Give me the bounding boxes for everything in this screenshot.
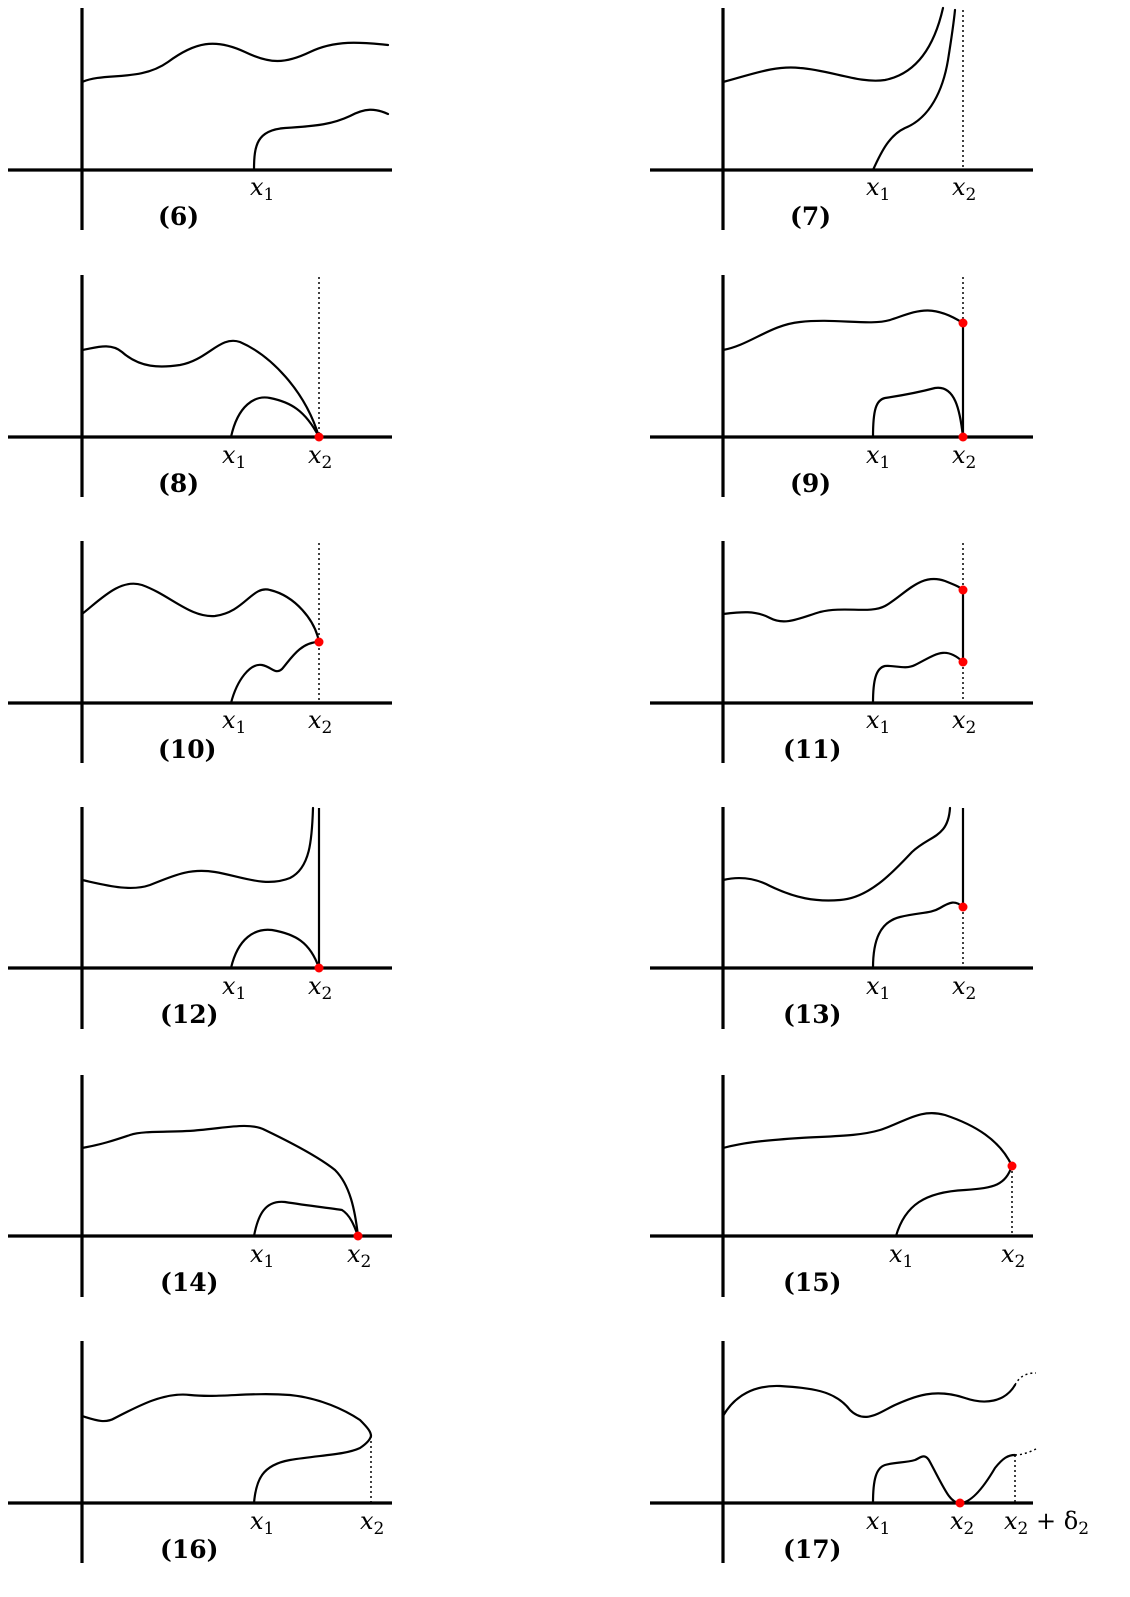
- panel-label: (8): [158, 469, 199, 498]
- marked-point-lower-end: [958, 902, 968, 912]
- panel-label: (15): [783, 1268, 841, 1297]
- lower-curve: [252, 1434, 373, 1505]
- tick-label-x2: x2: [360, 1507, 384, 1539]
- marked-point-x2: [958, 432, 968, 442]
- panel-16: x1 x2 (16): [8, 1341, 392, 1564]
- tick-label-x1: x1: [866, 706, 890, 738]
- tick-label-x2: x2: [1001, 1240, 1025, 1272]
- panel-label: (6): [158, 202, 199, 231]
- lower-curve: [229, 928, 321, 970]
- tick-label-x1: x1: [250, 173, 274, 205]
- panel-17: x1 x2 x2 + δ2 (17): [650, 1341, 1089, 1564]
- tick-label-x2: x2: [952, 173, 976, 205]
- marked-point-meeting: [1007, 1161, 1017, 1171]
- upper-curve: [80, 1393, 373, 1438]
- tick-label-x2: x2: [308, 972, 332, 1004]
- upper-curve: [721, 1383, 1017, 1418]
- tick-label-x2: x2: [952, 972, 976, 1004]
- upper-curve: [80, 806, 315, 890]
- marked-point-upper-end: [958, 585, 968, 595]
- upper-curve: [80, 41, 390, 84]
- panel-9: x1 x2 (9): [650, 275, 1033, 498]
- panel-6: x1 (6): [8, 8, 392, 231]
- lower-curve: [894, 1164, 1014, 1238]
- marked-point-upper-end: [958, 318, 968, 328]
- upper-curve: [721, 806, 952, 902]
- panel-label: (16): [160, 1535, 218, 1564]
- panel-8: x1 x2 (8): [8, 275, 392, 498]
- tick-label-x1: x1: [889, 1240, 913, 1272]
- marked-point-lower-end: [958, 657, 968, 667]
- panel-12: x1 x2 (12): [8, 806, 392, 1029]
- upper-curve: [721, 1112, 1014, 1168]
- lower-curve-continuation: [1014, 1448, 1037, 1456]
- upper-curve: [721, 6, 945, 84]
- tick-label-x2: x2: [347, 1240, 371, 1272]
- tick-label-x2: x2: [952, 706, 976, 738]
- lower-curve: [252, 1200, 360, 1238]
- tick-label-x2: x2: [950, 1507, 974, 1539]
- panel-label: (11): [783, 735, 841, 764]
- tick-label-x1: x1: [250, 1507, 274, 1539]
- panel-15: x1 x2 (15): [650, 1075, 1033, 1297]
- panel-7: x1 x2 (7): [650, 6, 1033, 231]
- upper-curve: [80, 1124, 360, 1238]
- upper-curve: [721, 309, 965, 352]
- upper-curve: [721, 578, 965, 623]
- tick-label-x2: x2: [952, 441, 976, 473]
- tick-label-x2: x2: [308, 706, 332, 738]
- panel-label: (7): [790, 202, 831, 231]
- lower-curve: [229, 396, 321, 439]
- panel-label: (13): [783, 1000, 841, 1029]
- panel-label: (10): [158, 735, 216, 764]
- lower-curve: [252, 108, 390, 172]
- upper-curve-continuation: [1014, 1372, 1037, 1386]
- lower-curve: [871, 386, 965, 439]
- panel-14: x1 x2 (14): [8, 1075, 392, 1297]
- tick-label-x1: x1: [222, 972, 246, 1004]
- tick-label-x1: x1: [866, 972, 890, 1004]
- tick-label-x1: x1: [866, 441, 890, 473]
- panel-11: x1 x2 (11): [650, 541, 1033, 764]
- panel-label: (14): [160, 1268, 218, 1297]
- lower-curve: [871, 1453, 1017, 1505]
- tick-label-x2: x2: [308, 441, 332, 473]
- tick-label-x2-plus-delta2: x2 + δ2: [1004, 1507, 1089, 1539]
- panel-label: (17): [783, 1535, 841, 1564]
- tick-label-x1: x1: [222, 441, 246, 473]
- tick-label-x1: x1: [250, 1240, 274, 1272]
- marked-point-x2: [314, 963, 324, 973]
- lower-curve: [229, 640, 321, 705]
- lower-curve: [871, 8, 957, 172]
- tick-label-x1: x1: [222, 706, 246, 738]
- lower-curve: [871, 901, 965, 970]
- panel-13: x1 x2 (13): [650, 806, 1033, 1029]
- marked-point-x2: [955, 1498, 965, 1508]
- upper-curve: [80, 582, 321, 644]
- marked-point-x2: [314, 432, 324, 442]
- panel-10: x1 x2 (10): [8, 541, 392, 764]
- marked-point-x2: [353, 1231, 363, 1241]
- lower-curve: [871, 651, 965, 705]
- panel-label: (9): [790, 469, 831, 498]
- marked-point-meeting: [314, 637, 324, 647]
- tick-label-x1: x1: [866, 173, 890, 205]
- tick-label-x1: x1: [866, 1507, 890, 1539]
- panel-label: (12): [160, 1000, 218, 1029]
- upper-curve: [80, 339, 321, 439]
